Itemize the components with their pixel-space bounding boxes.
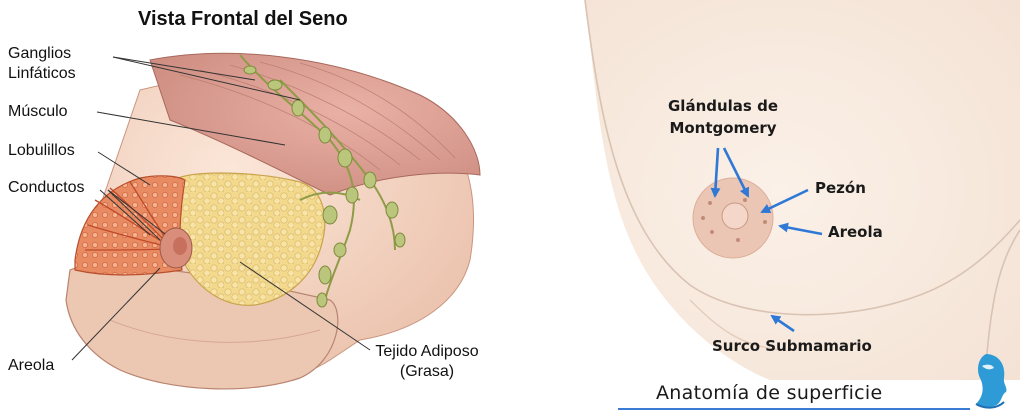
surface-skin [585, 0, 1020, 380]
label-inframammary: Surco Submamario [712, 335, 872, 357]
label-adipose-line2: (Grasa) [362, 362, 492, 382]
label-lymph-nodes-line2: Linfáticos [8, 64, 76, 84]
label-muscle: Músculo [8, 102, 68, 122]
label-montgomery-line2: Montgomery [648, 117, 798, 139]
left-title: Vista Frontal del Seno [138, 8, 348, 31]
label-ducts: Conductos [8, 178, 85, 198]
label-nipple: Pezón [815, 177, 866, 199]
label-montgomery-line1: Glándulas de [648, 95, 798, 117]
label-lymph-nodes-line1: Ganglios [8, 44, 76, 64]
label-adipose: Tejido Adiposo (Grasa) [362, 342, 492, 382]
surface-anatomy-title: Anatomía de superficie [656, 382, 883, 404]
label-lymph-nodes: Ganglios Linfáticos [8, 44, 76, 84]
label-montgomery: Glándulas de Montgomery [648, 95, 798, 139]
title-underline [618, 408, 970, 410]
label-areola-left: Areola [8, 356, 54, 376]
nipple [722, 203, 748, 229]
left-anatomy [66, 53, 480, 389]
label-lobules: Lobulillos [8, 141, 75, 161]
label-adipose-line1: Tejido Adiposo [362, 342, 492, 362]
label-areola-right: Areola [828, 221, 883, 243]
